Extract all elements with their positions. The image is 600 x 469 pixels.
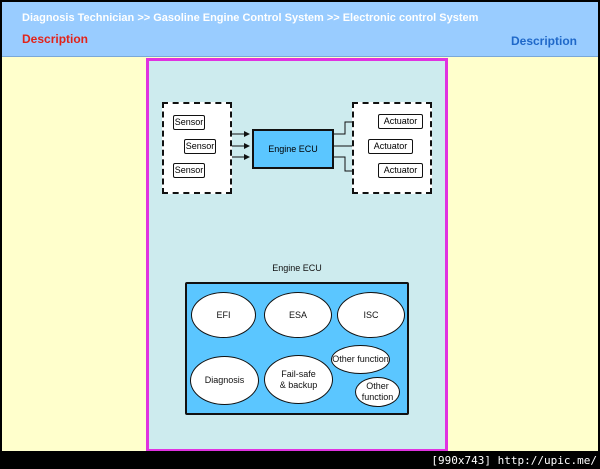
function-efi: EFI [191,292,256,338]
description-link[interactable]: Description [510,34,577,48]
function-failsafe-backup: Fail-safe & backup [264,355,333,404]
function-other-2: Other function [355,377,400,407]
page: Diagnosis Technician >> Gasoline Engine … [2,2,598,451]
engine-ecu-title: Engine ECU [272,263,322,273]
actuator-box-2: Actuator [368,139,413,154]
section-title: Description [22,32,89,46]
breadcrumb: Diagnosis Technician >> Gasoline Engine … [22,12,479,24]
watermark-text: [990x743] http://upic.me/ [431,454,597,467]
header-bar: Diagnosis Technician >> Gasoline Engine … [2,2,598,57]
diagram-panel: Sensor Sensor Sensor Engine ECU Actuator… [146,58,448,451]
sensor-box-1: Sensor [173,115,205,130]
sensor-box-2: Sensor [184,139,216,154]
engine-ecu-block: EFI ESA ISC Diagnosis Fail-safe & backup… [185,282,409,415]
sensor-box-3: Sensor [173,163,205,178]
actuator-box-3: Actuator [378,163,423,178]
function-isc: ISC [337,292,405,338]
function-other-1: Other function [331,345,390,374]
function-esa: ESA [264,292,332,338]
engine-ecu-box: Engine ECU [252,129,334,169]
actuator-box-1: Actuator [378,114,423,129]
function-diagnosis: Diagnosis [190,356,259,405]
